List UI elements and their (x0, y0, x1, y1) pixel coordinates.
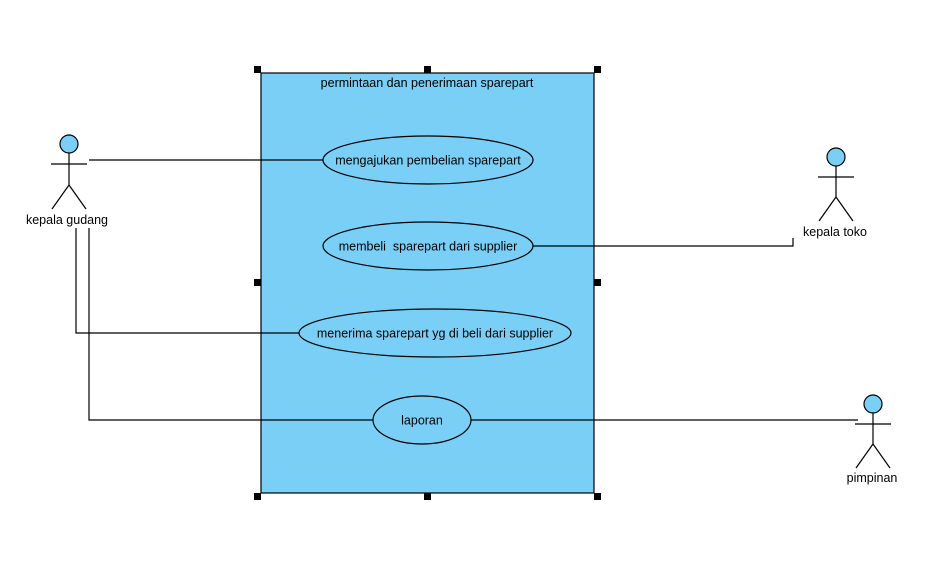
stick-figure-icon[interactable] (51, 134, 87, 210)
selection-handles[interactable] (254, 66, 601, 500)
resize-handle-bottom-left[interactable] (254, 493, 261, 500)
use-case-membeli-label: membeli sparepart dari supplier (339, 240, 518, 254)
associations (75, 159, 858, 421)
use-case-laporan-ellipse[interactable] (372, 395, 472, 445)
resize-handle-top-left[interactable] (254, 66, 261, 73)
actor-kepala-gudang[interactable]: kepala gudang (26, 134, 108, 227)
use-case-laporan-label: laporan (401, 414, 443, 428)
resize-handle-top-right[interactable] (594, 66, 601, 73)
use-case-membeli[interactable]: membeli sparepart dari supplier (322, 221, 534, 271)
association-gudang-to-menerima[interactable] (75, 228, 299, 334)
actor-head (826, 147, 846, 167)
actor-label-kepala-gudang: kepala gudang (26, 213, 108, 227)
resize-handle-middle-left[interactable] (254, 279, 261, 286)
actor-label-kepala-toko: kepala toko (803, 225, 867, 239)
actor-head (59, 134, 79, 154)
use-case-menerima-ellipse[interactable] (298, 308, 572, 358)
association-toko-to-membeli[interactable] (533, 238, 794, 247)
use-case-mengajukan-ellipse[interactable] (322, 135, 534, 185)
resize-handle-top-center[interactable] (424, 66, 431, 73)
association-gudang-to-laporan[interactable] (88, 228, 373, 421)
system-title: permintaan dan penerimaan sparepart (321, 76, 534, 90)
resize-handle-bottom-right[interactable] (594, 493, 601, 500)
use-case-laporan[interactable]: laporan (372, 395, 472, 445)
stick-figure-icon[interactable] (855, 394, 891, 469)
actor-head (863, 394, 883, 414)
use-case-membeli-ellipse[interactable] (322, 221, 534, 271)
use-cases: mengajukan pembelian sparepart membeli s… (298, 135, 572, 445)
use-case-menerima[interactable]: menerima sparepart yg di beli dari suppl… (298, 308, 572, 358)
use-case-mengajukan[interactable]: mengajukan pembelian sparepart (322, 135, 534, 185)
actor-pimpinan[interactable]: pimpinan (847, 394, 898, 485)
actor-label-pimpinan: pimpinan (847, 471, 898, 485)
use-case-mengajukan-label: mengajukan pembelian sparepart (335, 154, 521, 168)
stick-figure-icon[interactable] (818, 147, 854, 222)
resize-handle-middle-right[interactable] (594, 279, 601, 286)
actor-kepala-toko[interactable]: kepala toko (803, 147, 867, 239)
use-case-menerima-label: menerima sparepart yg di beli dari suppl… (317, 327, 553, 341)
resize-handle-bottom-center[interactable] (424, 493, 431, 500)
